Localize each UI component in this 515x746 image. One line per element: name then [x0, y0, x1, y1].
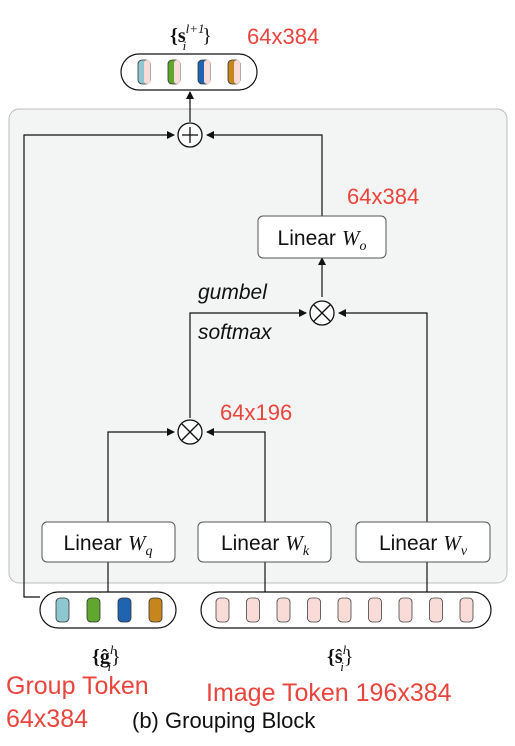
gumbel-label: gumbel: [198, 281, 268, 304]
softmax-label: softmax: [198, 321, 273, 344]
multiply-operator-output: [309, 300, 335, 326]
attn-dim-label: 64x196: [220, 400, 292, 425]
wk-to-mult1-line: [206, 428, 266, 522]
output-token-capsule: [120, 53, 258, 91]
image-token: [307, 597, 321, 623]
wv-to-mult2-line: [338, 309, 428, 522]
image-token: [368, 597, 382, 623]
image-token-label: Image Token 196x384: [206, 679, 452, 707]
top-dim-label: 64x384: [247, 24, 319, 49]
image-token: [429, 597, 443, 623]
group-token-4: [148, 597, 163, 623]
group-token-2: [86, 597, 101, 623]
block-panel: [8, 108, 508, 584]
image-token: [459, 597, 474, 623]
plus-operator: [177, 122, 203, 148]
group-token-label: Group Token: [6, 672, 149, 700]
image-token: [337, 597, 352, 623]
residual-line: [23, 131, 175, 598]
image-token: [246, 597, 260, 623]
image-token: [215, 597, 230, 623]
mult1-to-mult2-line: [189, 309, 307, 418]
image-token-capsule: [200, 591, 492, 629]
image-token: [398, 597, 413, 623]
image-token: [276, 597, 291, 623]
wo-dim-label: 64x384: [347, 184, 419, 209]
wq-to-mult1-line: [107, 428, 175, 522]
group-token-capsule: [39, 591, 177, 629]
connectors: [23, 91, 428, 598]
group-token-1: [55, 597, 70, 623]
group-token-dim-label: 64x384: [6, 705, 88, 733]
wo-to-plus-line: [206, 131, 323, 216]
figure-caption: (b) Grouping Block: [132, 708, 316, 733]
group-token-3: [117, 597, 132, 623]
multiply-operator-attention: [177, 419, 203, 445]
